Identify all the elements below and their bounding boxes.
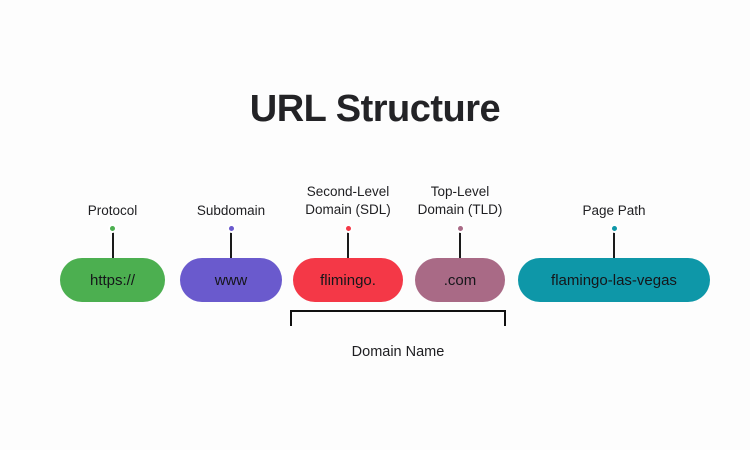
domain-name-bracket (290, 310, 506, 326)
segment-pill[interactable]: .com (415, 258, 505, 302)
segment-pill-text: https:// (89, 271, 136, 289)
segment-pill-text: flamingo-las-vegas (551, 271, 677, 289)
connector-line (111, 228, 114, 260)
connector-line (459, 228, 461, 260)
segment-label: Top-Level Domain (TLD) (417, 184, 503, 217)
domain-name-label: Domain Name (351, 344, 445, 360)
segment-pill[interactable]: flamingo-las-vegas (518, 258, 710, 302)
url-segment: Second-Level Domain (SDL) flimingo. (293, 0, 403, 450)
segment-label: Page Path (582, 203, 646, 218)
segment-label: Second-Level Domain (SDL) (305, 184, 391, 217)
url-segment: Protocol https:// (60, 0, 165, 450)
segment-pill[interactable]: www (180, 258, 282, 302)
connector-dot-icon (609, 224, 619, 233)
page-title: URL Structure (249, 88, 501, 130)
connector-dot-icon (343, 224, 353, 233)
connector-line (613, 228, 615, 260)
connector-line (347, 228, 349, 260)
segment-pill[interactable]: flimingo. (293, 258, 403, 302)
connector-dot-icon (455, 224, 465, 233)
url-segment: Top-Level Domain (TLD) .com (415, 0, 505, 450)
segment-pill[interactable]: https:// (60, 258, 165, 302)
connector-line (230, 228, 232, 260)
connector-dot-icon (226, 224, 236, 233)
connector-dot-icon (108, 224, 117, 233)
segment-label: Protocol (87, 203, 138, 218)
url-segment: Subdomain www (180, 0, 282, 450)
segment-pill-text: www (214, 271, 248, 289)
segment-pill-text: flimingo. (320, 271, 376, 289)
segment-pill-text: .com (443, 271, 477, 289)
url-segment: Page Path flamingo-las-vegas (518, 0, 710, 450)
segment-label: Subdomain (196, 203, 266, 218)
